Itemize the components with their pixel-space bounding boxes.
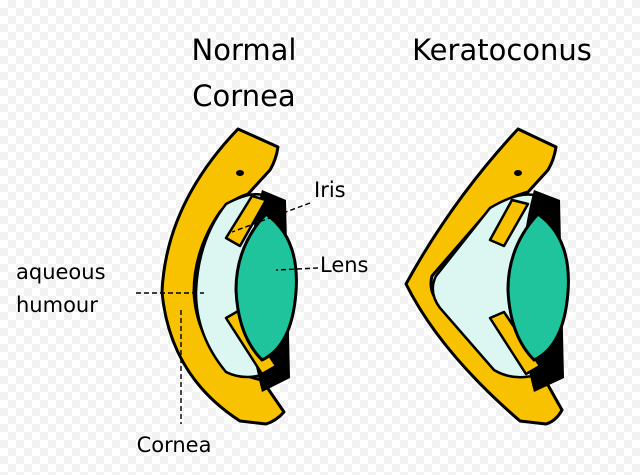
normal-scleral-mark bbox=[236, 170, 244, 176]
keratoconus-eye-section bbox=[406, 129, 568, 424]
normal-title-line2: Cornea bbox=[192, 79, 295, 113]
aqueous-label-line1: aqueous bbox=[16, 260, 106, 284]
iris-label: Iris bbox=[314, 178, 346, 202]
normal-eye-section bbox=[162, 129, 296, 424]
aqueous-label-line2: humour bbox=[16, 293, 98, 317]
lens-label: Lens bbox=[320, 253, 369, 277]
keratoconus-title: Keratoconus bbox=[412, 33, 592, 67]
normal-title-line1: Normal bbox=[192, 33, 297, 67]
keratoconus-scleral-mark bbox=[514, 170, 522, 176]
cornea-label: Cornea bbox=[137, 433, 212, 457]
